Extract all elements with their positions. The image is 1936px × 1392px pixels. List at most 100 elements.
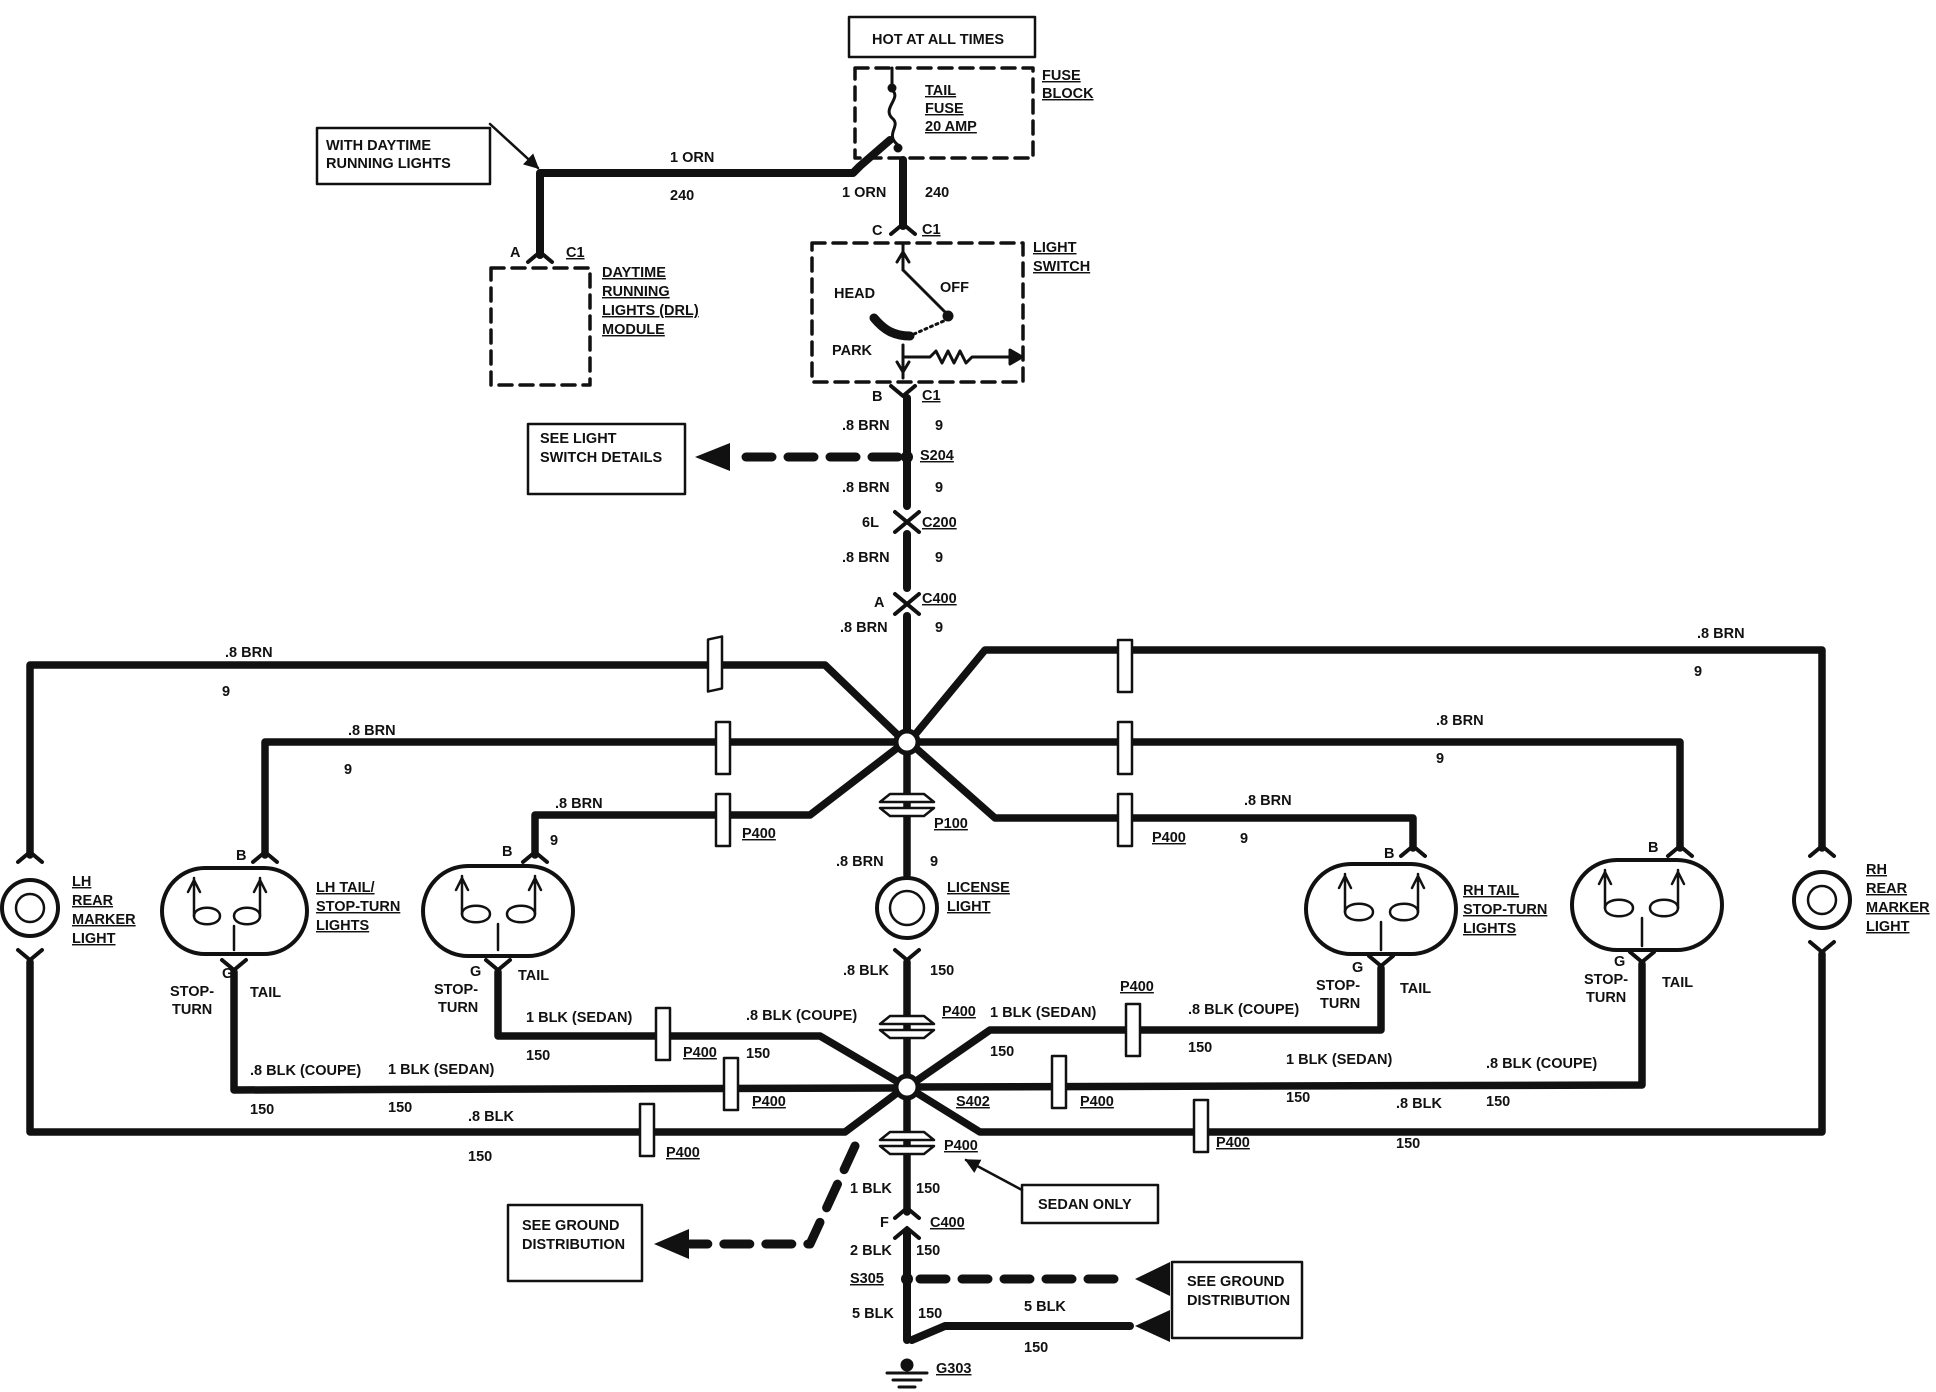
c400-lower-connector-top bbox=[893, 1206, 921, 1220]
rh-marker-label-1: RH bbox=[1866, 862, 1887, 878]
label-p400-brn-left: P400 bbox=[742, 826, 776, 842]
lh-marker-label-1: LH bbox=[72, 874, 91, 890]
label-c1-switch-top: C1 bbox=[922, 222, 941, 238]
label-c400-lower: C400 bbox=[930, 1215, 965, 1231]
license-label-2: LIGHT bbox=[947, 899, 991, 915]
drl-module-label-4: MODULE bbox=[602, 322, 665, 338]
license-lamp bbox=[875, 876, 939, 940]
tail-lh-outer: TAIL bbox=[250, 985, 281, 1001]
wire-blk-sedan-lh-outer: 1 BLK (SEDAN) bbox=[388, 1062, 495, 1078]
wire-blk-coupe-lh-inner: .8 BLK (COUPE) bbox=[746, 1008, 857, 1024]
pin-g-lh-inner: G bbox=[470, 964, 481, 980]
label-p400-blk-lh-marker: P400 bbox=[666, 1145, 700, 1161]
tail-fuse-label-3: 20 AMP bbox=[925, 119, 977, 135]
wire-brn-3: .8 BRN bbox=[842, 550, 890, 566]
with-daytime-label-2: RUNNING LIGHTS bbox=[326, 156, 451, 172]
ground-left-label-2: DISTRIBUTION bbox=[522, 1237, 625, 1253]
hot-at-all-times-label: HOT AT ALL TIMES bbox=[872, 32, 1004, 48]
see-light-switch-label-2: SWITCH DETAILS bbox=[540, 450, 662, 466]
wire-9-4: 9 bbox=[935, 620, 943, 636]
label-b-switch-pin: B bbox=[872, 389, 882, 405]
drl-module-label-2: RUNNING bbox=[602, 284, 670, 300]
rh-tail-stop-turn-lamp-inner bbox=[1304, 862, 1458, 956]
wire-5blk-ground: 5 BLK bbox=[1024, 1299, 1066, 1315]
label-g303: G303 bbox=[936, 1361, 971, 1377]
stop-lh-outer: STOP- bbox=[170, 984, 214, 1000]
wire-brn-rh-outer: .8 BRN bbox=[1436, 713, 1484, 729]
wire-labels: 1 ORN 240 1 ORN 240 .8 BRN 9 .8 BRN 9 .8… bbox=[222, 150, 1745, 1356]
g303-ground-symbol bbox=[885, 1358, 929, 1389]
light-switch-park: PARK bbox=[832, 343, 873, 359]
wire-150-trunk-2: 150 bbox=[916, 1243, 940, 1259]
ground-right-label-2: DISTRIBUTION bbox=[1187, 1293, 1290, 1309]
wire-9-1: 9 bbox=[935, 418, 943, 434]
brn-harness-splice bbox=[893, 728, 921, 756]
rh-tail-label-2: STOP-TURN bbox=[1463, 902, 1547, 918]
lh-tail-label-1: LH TAIL/ bbox=[316, 880, 375, 896]
drl-module-label-1: DAYTIME bbox=[602, 265, 666, 281]
wire-150-ground: 150 bbox=[1024, 1340, 1048, 1356]
label-a-c400-pin: A bbox=[874, 595, 885, 611]
wire-2blk-trunk: 2 BLK bbox=[850, 1243, 892, 1259]
drl-module-label-3: LIGHTS (DRL) bbox=[602, 303, 699, 319]
lh-rear-marker-lamp bbox=[0, 878, 60, 938]
pin-b-rh-inner: B bbox=[1384, 846, 1394, 862]
rh-marker-label-3: MARKER bbox=[1866, 900, 1930, 916]
c1-connector-switch-bottom bbox=[889, 384, 917, 398]
turn-rh-outer: TURN bbox=[1586, 990, 1626, 1006]
light-switch-off: OFF bbox=[940, 280, 969, 296]
lh-tail-stop-turn-lamp-inner bbox=[421, 864, 575, 958]
see-ground-distribution-box-left bbox=[506, 1203, 644, 1283]
wire-blk-sedan-rh-outer: 1 BLK (SEDAN) bbox=[1286, 1052, 1393, 1068]
wire-150-trunk-3: 150 bbox=[918, 1306, 942, 1322]
sedan-only-label: SEDAN ONLY bbox=[1038, 1197, 1132, 1213]
wire-9-lh-outer: 9 bbox=[344, 762, 352, 778]
rh-tail-label-3: LIGHTS bbox=[1463, 921, 1516, 937]
tail-fuse-label-2: FUSE bbox=[925, 101, 964, 117]
wire-blk-coupe-rh-outer: .8 BLK (COUPE) bbox=[1486, 1056, 1597, 1072]
wire-150-rh-inner-coupe: 150 bbox=[1188, 1040, 1212, 1056]
label-p400-blk-rh-outer: P400 bbox=[1080, 1094, 1114, 1110]
with-daytime-label-1: WITH DAYTIME bbox=[326, 138, 431, 154]
c1-connector-switch-top bbox=[889, 222, 917, 236]
wire-150-license: 150 bbox=[930, 963, 954, 979]
blk-harness bbox=[26, 950, 1826, 1216]
wire-150-rh-outer: 150 bbox=[1286, 1090, 1310, 1106]
wire-150-rh-marker: 150 bbox=[1396, 1136, 1420, 1152]
wire-blk-sedan-lh-inner: 1 BLK (SEDAN) bbox=[526, 1010, 633, 1026]
orn-wire-240-drl bbox=[536, 136, 894, 259]
label-c1-drl: C1 bbox=[566, 245, 585, 261]
label-f-c400-pin: F bbox=[880, 1215, 889, 1231]
wire-240-drl: 240 bbox=[670, 188, 694, 204]
wire-150-rh-outer-coupe: 150 bbox=[1486, 1094, 1510, 1110]
c200-connector-bottom bbox=[893, 520, 921, 534]
ground-right-lower-arrowhead bbox=[1135, 1310, 1170, 1342]
rh-marker-label-4: LIGHT bbox=[1866, 919, 1910, 935]
wire-9-lh-inner: 9 bbox=[550, 833, 558, 849]
s402-splice bbox=[893, 1073, 921, 1101]
wire-brn-rh-inner: .8 BRN bbox=[1244, 793, 1292, 809]
see-ground-distribution-box-right bbox=[1170, 1260, 1304, 1340]
pin-b-rh-outer: B bbox=[1648, 840, 1658, 856]
stop-rh-outer: STOP- bbox=[1584, 972, 1628, 988]
label-p100: P100 bbox=[934, 816, 968, 832]
pin-g-rh-inner: G bbox=[1352, 960, 1363, 976]
light-switch-contacts bbox=[869, 241, 1024, 380]
pin-b-lh-outer: B bbox=[236, 848, 246, 864]
label-s402: S402 bbox=[956, 1094, 990, 1110]
brn-harness-connectors bbox=[706, 635, 1134, 848]
see-light-switch-label-1: SEE LIGHT bbox=[540, 431, 617, 447]
label-p400-blk-lh-inner: P400 bbox=[683, 1045, 717, 1061]
wire-150-lh-inner-coupe: 150 bbox=[746, 1046, 770, 1062]
p100-connector bbox=[878, 792, 936, 818]
wire-9-license: 9 bbox=[930, 854, 938, 870]
hot-at-all-times-box bbox=[847, 15, 1037, 59]
wire-brn-license: .8 BRN bbox=[836, 854, 884, 870]
label-c200: C200 bbox=[922, 515, 957, 531]
wire-5blk-trunk: 5 BLK bbox=[852, 1306, 894, 1322]
wire-blk-coupe-rh-inner: .8 BLK (COUPE) bbox=[1188, 1002, 1299, 1018]
blk-wire-150-ground-right bbox=[908, 1322, 1134, 1344]
light-switch-head: HEAD bbox=[834, 286, 875, 302]
tail-fuse-label-1: TAIL bbox=[925, 83, 956, 99]
